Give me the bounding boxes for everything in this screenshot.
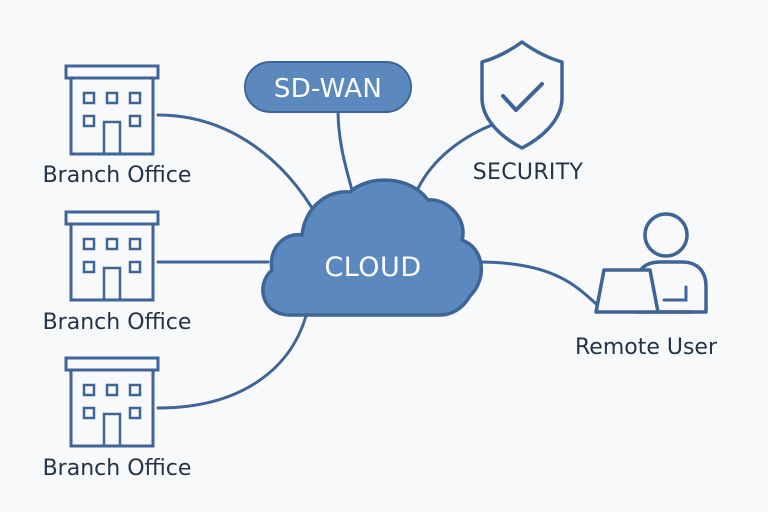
branch-office-label-2: Branch Office <box>43 310 192 335</box>
sdwan-badge: SD-WAN <box>244 61 412 113</box>
branch-office-label-1: Branch Office <box>43 163 192 188</box>
connectors <box>156 108 607 410</box>
sdwan-label: SD-WAN <box>274 74 382 104</box>
remote-user-label: Remote User <box>575 335 718 360</box>
office-building-icon <box>64 64 160 156</box>
branch-office-label-3: Branch Office <box>43 456 192 481</box>
cloud-icon: CLOUD <box>261 178 484 317</box>
office-building-icon <box>64 356 160 448</box>
link-branch-1-to-cloud <box>156 113 320 220</box>
person-laptop-icon <box>594 212 708 314</box>
security-label: SECURITY <box>473 160 584 185</box>
shield-check-icon <box>480 40 564 150</box>
office-building-icon <box>64 210 160 302</box>
link-sdwan-to-cloud <box>336 108 354 192</box>
link-remote-user-to-cloud <box>476 260 607 314</box>
link-security-to-cloud <box>414 123 494 195</box>
link-branch-3-to-cloud <box>156 314 308 410</box>
cloud-label: CLOUD <box>324 252 421 283</box>
